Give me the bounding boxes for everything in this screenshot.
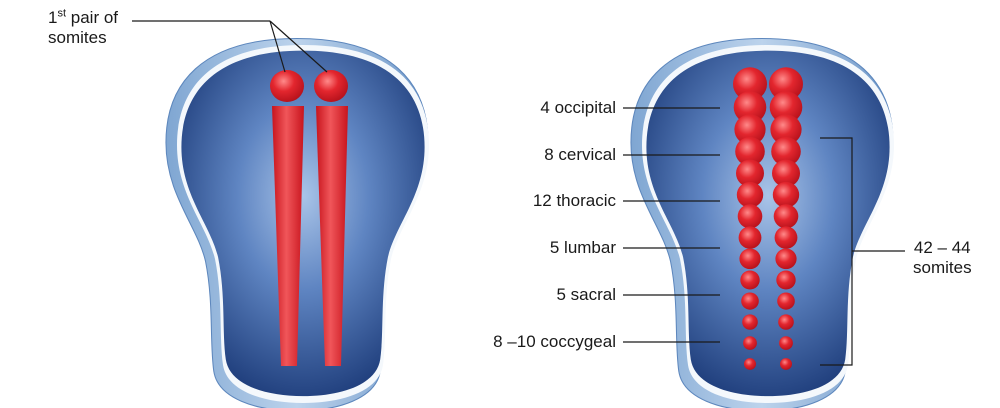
somite-right-6 [773,182,799,208]
somite-left-9 [739,248,760,269]
total-somites-text: somites [913,258,972,277]
first-somite-right [314,70,348,102]
somite-left-6 [737,182,763,208]
total-somites-count: 42 – 44 [914,238,971,257]
somite-left-11 [741,293,759,310]
first-pair-superscript: st [57,7,66,19]
somite-right-13 [779,336,793,350]
somite-left-14 [744,358,756,370]
first-pair-text: pair of [66,8,118,27]
somite-left-8 [739,226,762,248]
first-pair-somites-text: somites [48,28,107,47]
somite-left-10 [740,271,759,290]
total-somites-label: 42 – 44 somites [913,238,972,278]
somite-right-8 [775,226,798,248]
somite-right-9 [775,248,796,269]
region-label-occipital: 4 occipital [540,98,616,118]
somite-right-10 [776,271,795,290]
somite-right-12 [778,314,794,329]
region-label-lumbar: 5 lumbar [550,238,616,258]
region-label-cervical: 8 cervical [544,145,616,165]
somite-left-7 [738,204,763,228]
first-pair-label: 1st pair of somites [48,8,118,48]
first-somite-left [270,70,304,102]
region-label-coccygeal: 8 –10 coccygeal [493,332,616,352]
region-label-thoracic: 12 thoracic [533,191,616,211]
somite-right-7 [774,204,799,228]
somite-left-12 [742,314,758,329]
region-label-sacral: 5 sacral [556,285,616,305]
somite-left-13 [743,336,757,350]
somite-right-11 [777,293,795,310]
somite-right-14 [780,358,792,370]
